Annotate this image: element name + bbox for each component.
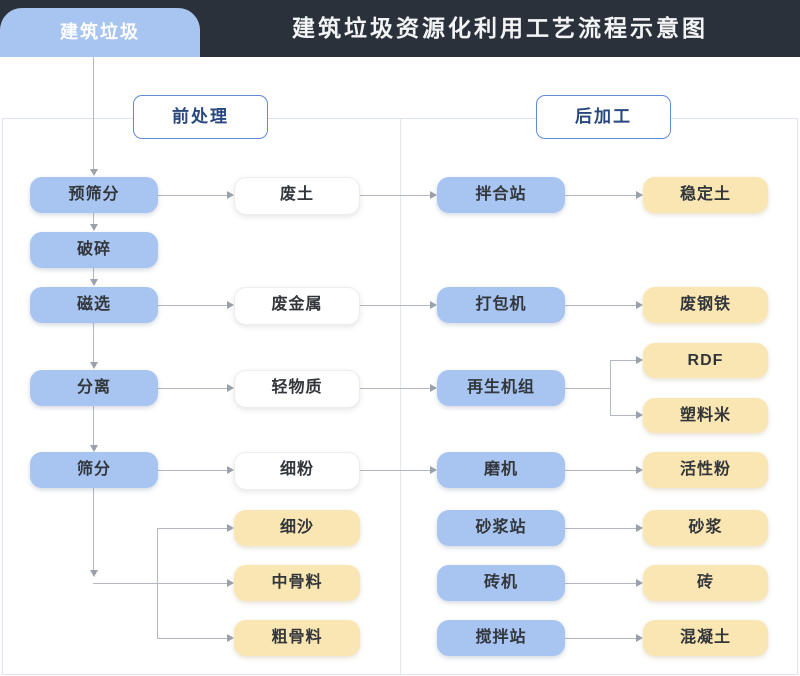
node-mill: 磨机 <box>437 452 565 488</box>
source-tab: 建筑垃圾 <box>0 8 200 57</box>
connector-line <box>565 638 636 639</box>
connector-line <box>610 360 611 415</box>
connector-line <box>93 583 227 584</box>
arrowhead-right <box>636 356 643 364</box>
arrowhead-right <box>636 466 643 474</box>
connector-line <box>158 195 227 196</box>
connector-line <box>360 470 430 471</box>
node-mixing-station: 搅拌站 <box>437 620 565 656</box>
section-label-postprocessing: 后加工 <box>536 95 671 139</box>
connector-line <box>158 470 227 471</box>
connector-line <box>93 488 94 570</box>
connector-line <box>93 406 94 445</box>
connector-line <box>157 528 227 529</box>
node-rdf: RDF <box>643 343 768 378</box>
connector-line <box>158 305 227 306</box>
arrowhead-right <box>636 634 643 642</box>
node-light-material: 轻物质 <box>234 370 360 408</box>
node-baler: 打包机 <box>437 287 565 323</box>
node-pre-screening: 预筛分 <box>30 177 158 213</box>
connector-line <box>93 57 94 169</box>
node-waste-metal: 废金属 <box>234 287 360 325</box>
arrowhead-down <box>90 279 98 286</box>
connector-line <box>158 388 227 389</box>
node-fine-powder: 细粉 <box>234 452 360 490</box>
arrowhead-right <box>430 384 437 392</box>
node-mortar: 砂浆 <box>643 510 768 546</box>
node-medium-aggregate: 中骨料 <box>234 565 360 601</box>
node-brick: 砖 <box>643 565 768 601</box>
node-screening: 筛分 <box>30 452 158 488</box>
arrowhead-right <box>227 579 234 587</box>
arrowhead-down <box>90 362 98 369</box>
connector-line <box>565 470 636 471</box>
arrowhead-right <box>227 191 234 199</box>
node-active-powder: 活性粉 <box>643 452 768 488</box>
connector-line <box>610 360 636 361</box>
connector-line <box>610 415 636 416</box>
connector-line <box>360 388 430 389</box>
connector-line <box>565 583 636 584</box>
node-fine-sand: 细沙 <box>234 510 360 546</box>
node-brick-machine: 砖机 <box>437 565 565 601</box>
arrowhead-right <box>227 524 234 532</box>
node-magnetic-separation: 磁选 <box>30 287 158 323</box>
arrowhead-right <box>636 411 643 419</box>
node-concrete: 混凝土 <box>643 620 768 656</box>
connector-line <box>565 528 636 529</box>
connector-line <box>565 388 610 389</box>
node-coarse-aggregate: 粗骨料 <box>234 620 360 656</box>
connector-line <box>360 195 430 196</box>
connector-line <box>565 195 636 196</box>
node-crushing: 破碎 <box>30 232 158 268</box>
arrowhead-right <box>636 191 643 199</box>
connector-line <box>157 638 227 639</box>
connector-line <box>360 305 430 306</box>
node-waste-soil: 废土 <box>234 177 360 215</box>
connector-line <box>565 305 636 306</box>
diagram-title: 建筑垃圾资源化利用工艺流程示意图 <box>292 15 708 41</box>
node-plastic-pellets: 塑料米 <box>643 398 768 433</box>
connector-line <box>93 323 94 362</box>
arrowhead-right <box>430 301 437 309</box>
connector-line <box>93 213 94 224</box>
connector-line <box>157 528 158 638</box>
arrowhead-down <box>90 169 98 176</box>
arrowhead-down <box>90 570 98 577</box>
arrowhead-right <box>227 384 234 392</box>
arrowhead-right <box>636 579 643 587</box>
arrowhead-right <box>227 466 234 474</box>
arrowhead-right <box>430 191 437 199</box>
arrowhead-right <box>636 301 643 309</box>
node-scrap-steel: 废钢铁 <box>643 287 768 323</box>
arrowhead-down <box>90 224 98 231</box>
arrowhead-right <box>430 466 437 474</box>
section-divider <box>400 118 401 674</box>
arrowhead-right <box>227 301 234 309</box>
arrowhead-down <box>90 445 98 452</box>
section-label-pretreatment: 前处理 <box>133 95 268 139</box>
node-separation: 分离 <box>30 370 158 406</box>
arrowhead-right <box>227 634 234 642</box>
node-recycling-unit: 再生机组 <box>437 370 565 406</box>
node-mortar-station: 砂浆站 <box>437 510 565 546</box>
arrowhead-right <box>636 524 643 532</box>
node-stabilized-soil: 稳定土 <box>643 177 768 213</box>
connector-line <box>93 268 94 279</box>
node-blending-station: 拌合站 <box>437 177 565 213</box>
